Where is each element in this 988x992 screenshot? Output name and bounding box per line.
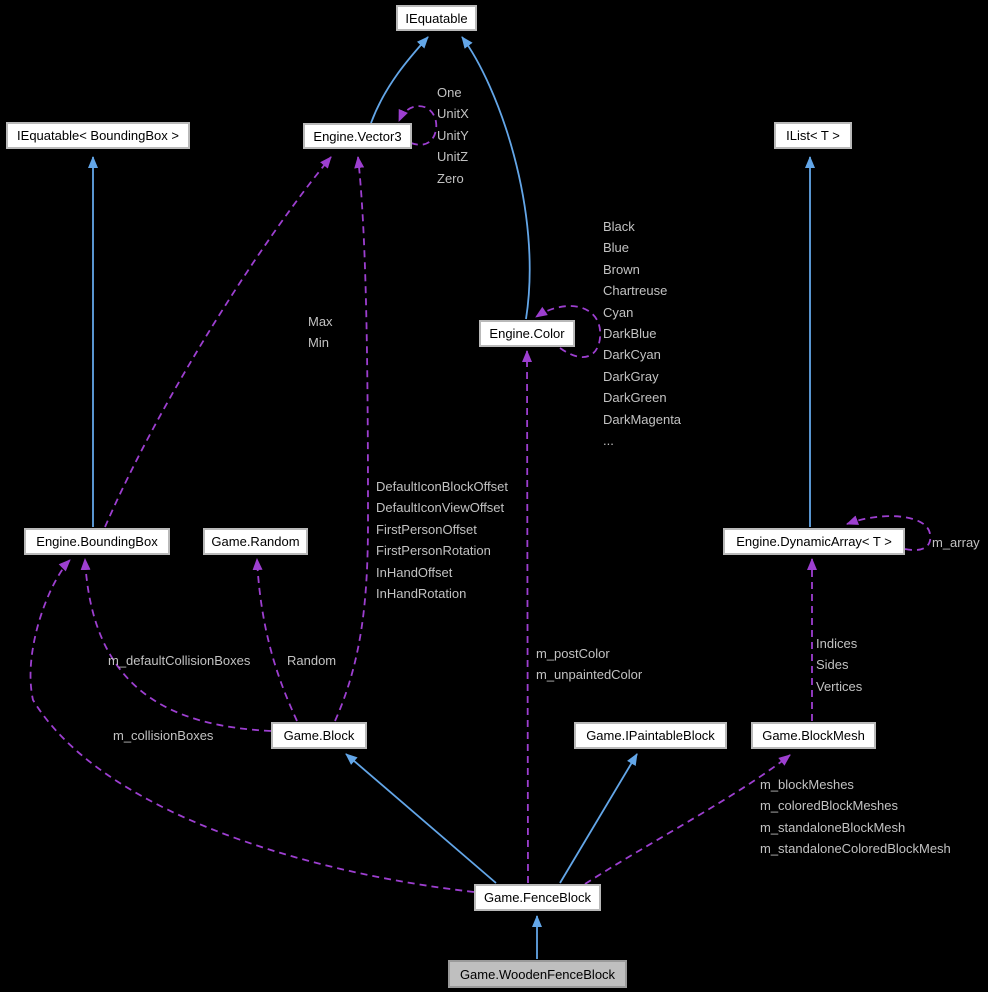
edge-block-to-boundingbox bbox=[80, 558, 272, 732]
node-label: Engine.Vector3 bbox=[313, 128, 402, 144]
edge-label-block-random: Random bbox=[287, 653, 337, 668]
edge-fenceblock-to-color bbox=[522, 350, 533, 884]
node-engine-color[interactable]: Engine.Color bbox=[479, 320, 575, 347]
edge-color-self-loop bbox=[535, 305, 601, 359]
node-game-random[interactable]: Game.Random bbox=[203, 528, 308, 555]
node-label: Game.Random bbox=[211, 534, 300, 549]
node-engine-dynamicarray-t[interactable]: Engine.DynamicArray< T > bbox=[723, 528, 905, 555]
edge-label-fenceblock-boundingbox: m_collisionBoxes bbox=[113, 728, 214, 743]
node-game-block[interactable]: Game.Block bbox=[271, 722, 367, 749]
node-label: Engine.BoundingBox bbox=[36, 534, 158, 549]
node-label: Game.IPaintableBlock bbox=[586, 728, 715, 743]
edge-label-block-boundingbox: m_defaultCollisionBoxes bbox=[108, 653, 251, 668]
node-engine-boundingbox[interactable]: Engine.BoundingBox bbox=[24, 528, 170, 555]
node-label: IEquatable< BoundingBox > bbox=[17, 128, 179, 143]
node-label: IEquatable bbox=[405, 10, 468, 26]
edge-fenceblock-to-blockmesh bbox=[584, 754, 791, 885]
node-label: Game.FenceBlock bbox=[484, 890, 591, 905]
edge-fenceblock-to-boundingbox bbox=[29, 559, 475, 893]
edge-block-to-random bbox=[252, 558, 298, 722]
edge-fenceblock-to-ipaintableblock bbox=[559, 753, 638, 884]
node-game-woodenfenceblock[interactable]: Game.WoodenFenceBlock bbox=[448, 960, 627, 988]
edge-boundingbox-to-vector3 bbox=[104, 156, 332, 528]
edge-vector3-self-loop bbox=[398, 105, 438, 146]
node-label: Game.WoodenFenceBlock bbox=[459, 966, 616, 982]
node-ilist-t[interactable]: IList< T > bbox=[774, 122, 852, 149]
edge-fenceblock-to-block bbox=[345, 753, 497, 884]
node-label: Engine.Color bbox=[489, 326, 565, 341]
edge-block-to-vector3 bbox=[334, 156, 369, 722]
node-label: IList< T > bbox=[786, 128, 840, 143]
node-label: Game.BlockMesh bbox=[762, 728, 865, 743]
edge-color-to-iequatable bbox=[461, 36, 531, 320]
edge-dynamicarray-self-loop bbox=[846, 515, 932, 551]
node-iequatable-boundingbox[interactable]: IEquatable< BoundingBox > bbox=[6, 122, 190, 149]
node-label: Game.Block bbox=[283, 728, 355, 743]
node-game-fenceblock[interactable]: Game.FenceBlock bbox=[474, 884, 601, 911]
node-game-blockmesh[interactable]: Game.BlockMesh bbox=[751, 722, 876, 749]
edge-vector3-to-iequatable bbox=[370, 36, 429, 124]
node-engine-vector3[interactable]: Engine.Vector3 bbox=[303, 123, 412, 149]
node-game-ipaintableblock[interactable]: Game.IPaintableBlock bbox=[574, 722, 727, 749]
node-label: Engine.DynamicArray< T > bbox=[736, 534, 892, 549]
edge-label-dynamicarray-self: m_array bbox=[932, 535, 980, 550]
node-iequatable[interactable]: IEquatable bbox=[396, 5, 477, 31]
